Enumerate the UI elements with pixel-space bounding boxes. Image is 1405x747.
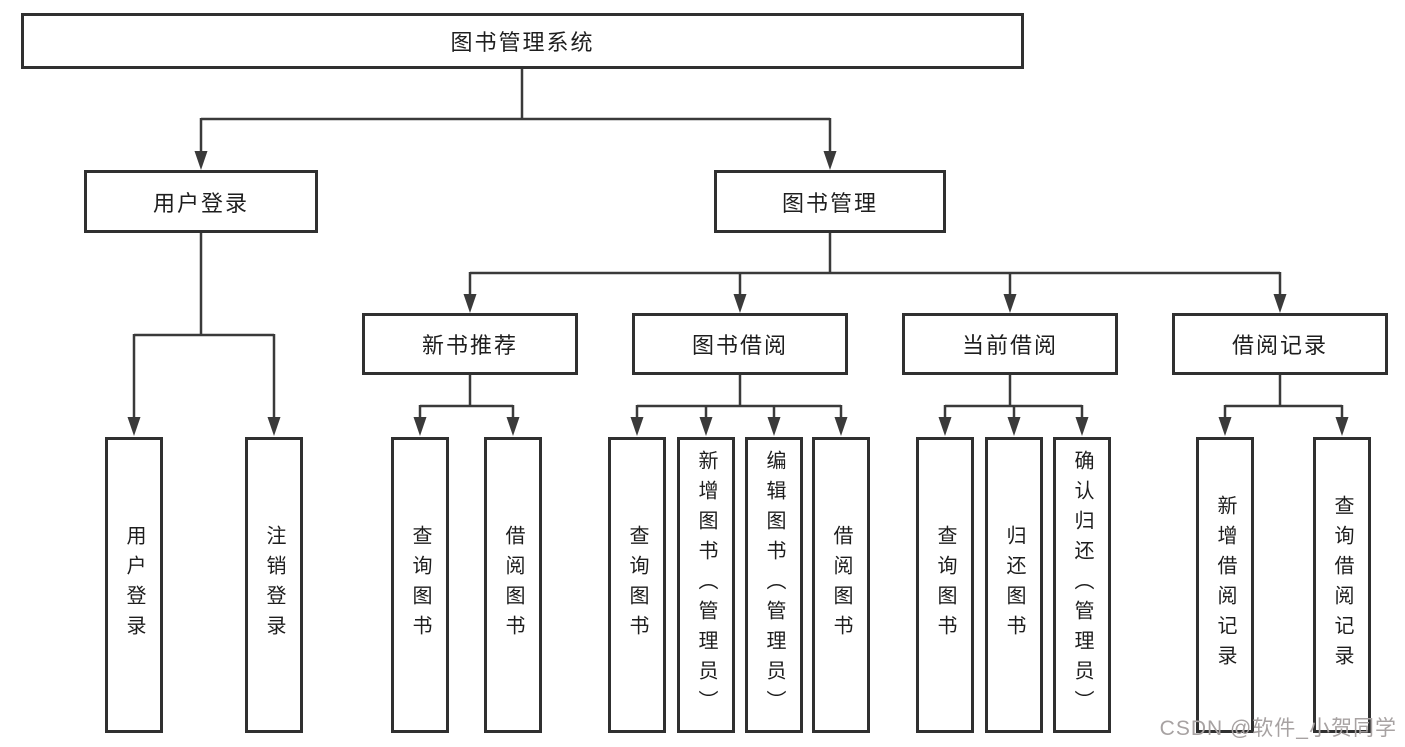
leaf-logout: 注销登录: [245, 437, 303, 733]
node-borrow-records: 借阅记录: [1172, 313, 1388, 375]
leaf-query-books-2: 查询图书: [608, 437, 666, 733]
leaf-return-book: 归还图书: [985, 437, 1043, 733]
node-current-borrow: 当前借阅: [902, 313, 1118, 375]
leaf-confirm-return-admin-label: 确认归还（管理员）: [1071, 450, 1093, 720]
node-book-management: 图书管理: [714, 170, 946, 233]
watermark: CSDN @软件_小贺同学: [1159, 717, 1397, 740]
node-borrow-records-label: 借阅记录: [1231, 333, 1328, 358]
leaf-add-borrow-record-label: 新增借阅记录: [1214, 495, 1236, 675]
leaf-query-borrow-record-label: 查询借阅记录: [1331, 495, 1353, 675]
leaf-query-books-2-label: 查询图书: [626, 525, 648, 645]
leaf-query-books-1: 查询图书: [391, 437, 449, 733]
node-user-login: 用户登录: [84, 170, 318, 233]
node-new-book-recommend: 新书推荐: [362, 313, 578, 375]
node-root-label: 图书管理系统: [450, 30, 595, 55]
leaf-add-book-admin-label: 新增图书（管理员）: [695, 450, 717, 720]
leaf-confirm-return-admin: 确认归还（管理员）: [1053, 437, 1111, 733]
leaf-edit-book-admin: 编辑图书（管理员）: [745, 437, 803, 733]
leaf-borrow-books-1: 借阅图书: [484, 437, 542, 733]
node-current-borrow-label: 当前借阅: [961, 333, 1058, 358]
leaf-return-book-label: 归还图书: [1003, 525, 1025, 645]
node-book-management-label: 图书管理: [781, 190, 878, 216]
leaf-query-books-3: 查询图书: [916, 437, 974, 733]
node-book-borrow-label: 图书借阅: [691, 333, 788, 358]
leaf-borrow-books-1-label: 借阅图书: [502, 525, 524, 645]
leaf-add-book-admin: 新增图书（管理员）: [677, 437, 735, 733]
leaf-edit-book-admin-label: 编辑图书（管理员）: [763, 450, 785, 720]
leaf-query-books-1-label: 查询图书: [409, 525, 431, 645]
leaf-user-login-label: 用户登录: [123, 525, 145, 645]
leaf-query-borrow-record: 查询借阅记录: [1313, 437, 1371, 733]
leaf-borrow-books-2-label: 借阅图书: [830, 525, 852, 645]
node-new-book-recommend-label: 新书推荐: [421, 333, 518, 358]
leaf-add-borrow-record: 新增借阅记录: [1196, 437, 1254, 733]
node-book-borrow: 图书借阅: [632, 313, 848, 375]
leaf-user-login: 用户登录: [105, 437, 163, 733]
leaf-logout-label: 注销登录: [263, 525, 285, 645]
leaf-query-books-3-label: 查询图书: [934, 525, 956, 645]
node-user-login-label: 用户登录: [152, 190, 249, 216]
leaf-borrow-books-2: 借阅图书: [812, 437, 870, 733]
node-root: 图书管理系统: [21, 13, 1024, 69]
